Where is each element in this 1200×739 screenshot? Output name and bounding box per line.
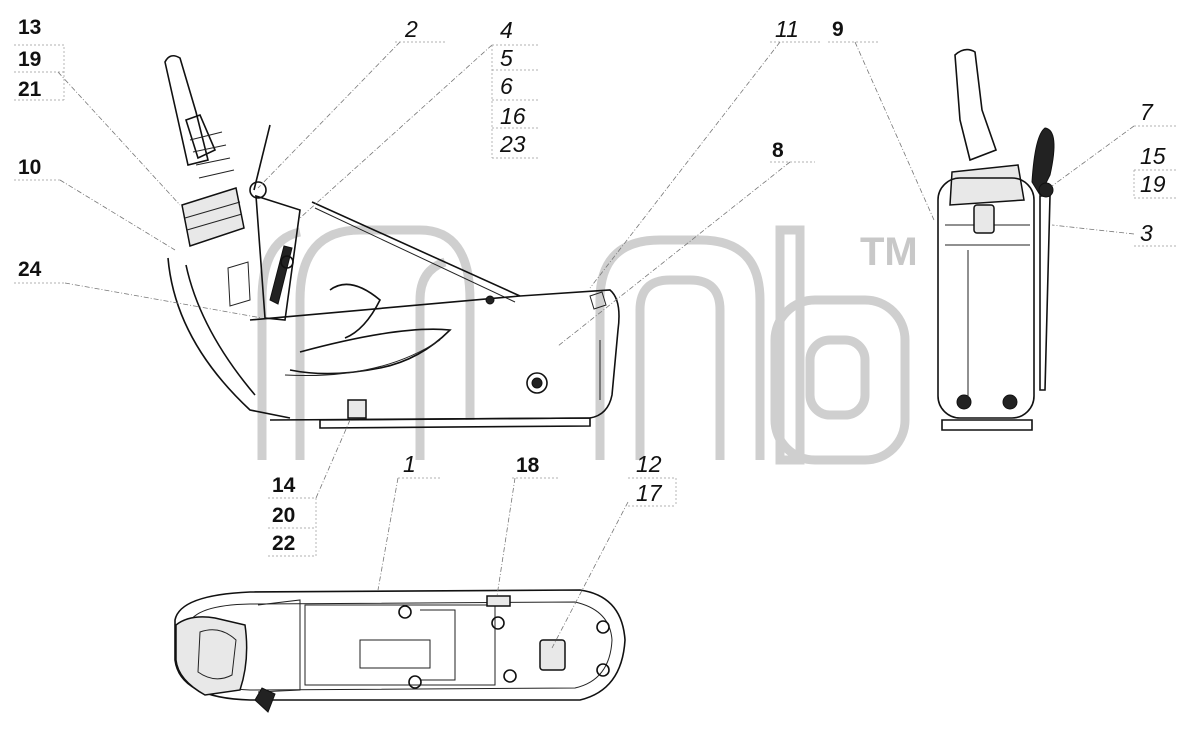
label-9: 9 xyxy=(832,18,844,41)
label-1: 1 xyxy=(403,451,416,477)
label-10: 10 xyxy=(18,156,41,179)
front-view xyxy=(937,48,1055,431)
label-11: 11 xyxy=(775,16,799,42)
top-view xyxy=(174,589,626,713)
label-23: 23 xyxy=(499,131,526,157)
label-14: 14 xyxy=(272,474,296,497)
label-shelves xyxy=(14,41,1178,557)
leader-lines xyxy=(57,41,1135,649)
label-22: 22 xyxy=(272,532,295,555)
callout-labels: 13 19 21 10 24 2 4 5 6 16 23 11 9 8 7 15… xyxy=(18,16,1166,555)
label-6: 6 xyxy=(500,73,513,99)
label-19-left: 19 xyxy=(18,48,41,71)
label-3: 3 xyxy=(1140,220,1153,246)
label-19-right: 19 xyxy=(1140,171,1166,197)
watermark-logo: TM xyxy=(257,225,918,465)
label-21: 21 xyxy=(18,78,42,101)
label-20: 20 xyxy=(272,504,295,527)
label-18: 18 xyxy=(516,454,540,477)
watermark-tm: TM xyxy=(860,230,918,274)
label-12: 12 xyxy=(636,451,662,477)
label-5: 5 xyxy=(500,45,513,71)
label-4: 4 xyxy=(500,17,513,43)
label-2: 2 xyxy=(404,16,418,42)
side-view xyxy=(164,54,620,429)
label-7: 7 xyxy=(1140,99,1154,125)
label-24: 24 xyxy=(18,258,42,281)
label-13: 13 xyxy=(18,16,41,39)
label-16: 16 xyxy=(500,103,526,129)
label-15: 15 xyxy=(1140,143,1166,169)
label-8: 8 xyxy=(772,139,784,162)
label-17: 17 xyxy=(636,480,663,506)
